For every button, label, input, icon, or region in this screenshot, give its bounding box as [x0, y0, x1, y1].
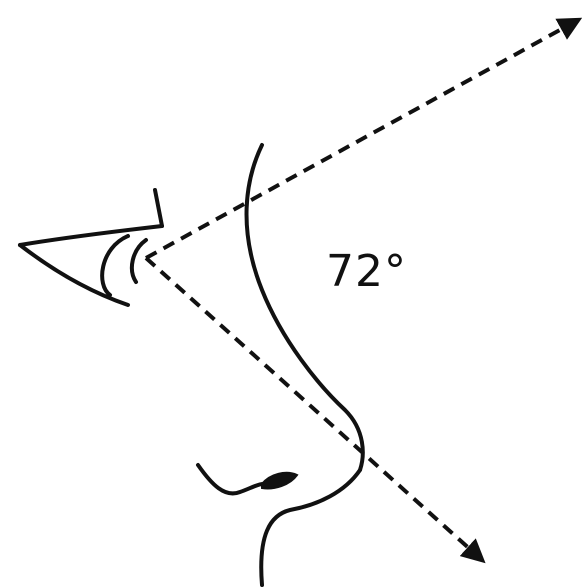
iris-arc	[102, 236, 128, 295]
face-profile-line	[247, 145, 363, 470]
dashed-ray-upper	[146, 20, 578, 258]
eyelid-fold	[155, 190, 162, 226]
lower-eyelid	[20, 245, 128, 305]
nostril-shape	[262, 473, 297, 489]
lips	[198, 465, 297, 493]
lip-line	[198, 465, 270, 493]
angle-label: 72°	[326, 250, 407, 294]
pupil-arc	[132, 240, 146, 282]
eye-icon	[20, 190, 162, 305]
dashed-ray-lower	[146, 258, 482, 560]
